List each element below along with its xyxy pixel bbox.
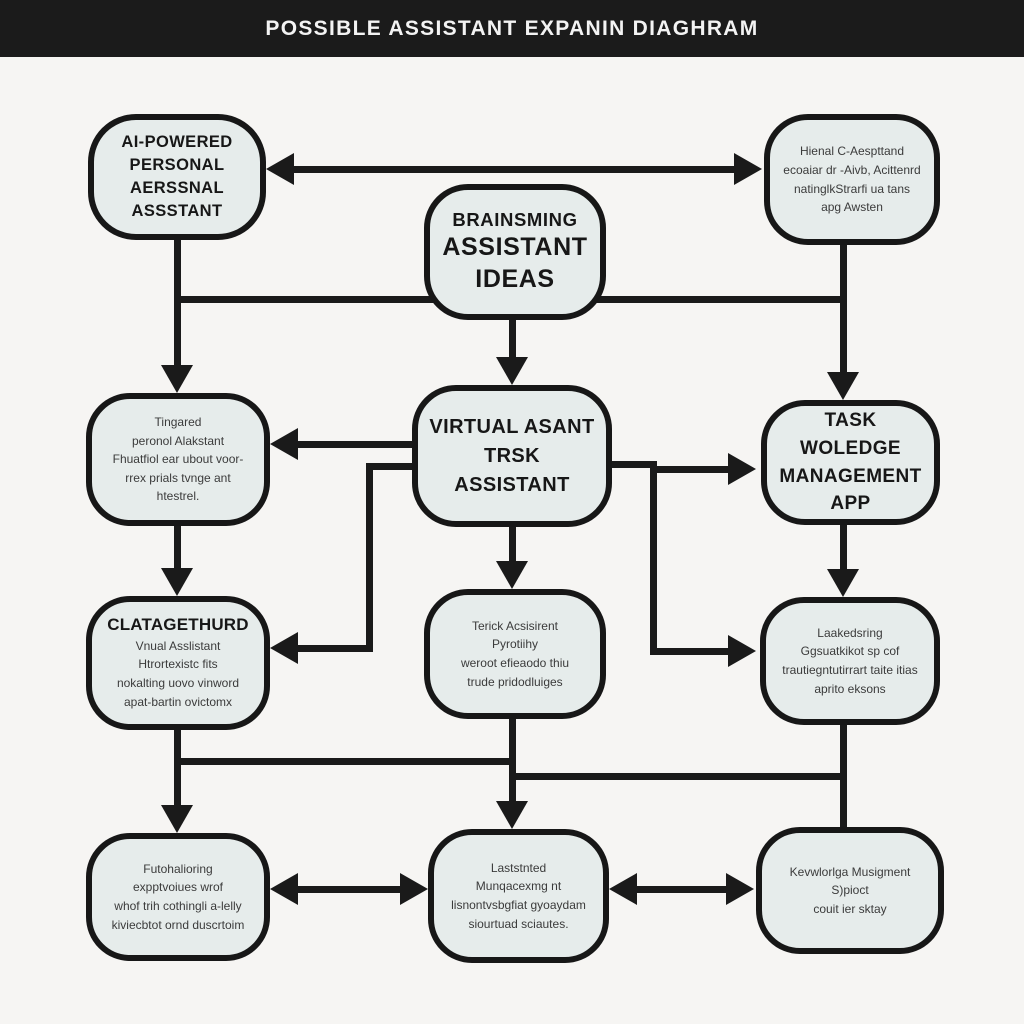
node-brainstorming-assistant-ideas: BRAINSMING ASSISTANT IDEAS <box>424 184 606 320</box>
title-bar: POSSIBLE ASSISTANT EXPANIN DIAGHRAM <box>0 0 1024 57</box>
node-ai-powered-personal-assistant: AI-POWERED PERSONAL AERSSNAL ASSSTANT <box>88 114 266 240</box>
connector-bottom-left-bidirectional-right-arrowhead <box>400 873 428 905</box>
node-label: Terick Acsisirent Pyrotiihy weroot efiea… <box>460 618 570 689</box>
connector-lowleft-drop-arrowhead <box>161 805 193 833</box>
connector-topleft-drop-line <box>174 240 181 367</box>
connector-center-to-midright-arrowhead <box>728 453 756 485</box>
node-label-line1: BRAINSMING <box>452 208 578 230</box>
connector-center-to-lowleft-line-top <box>366 463 416 470</box>
node-hienal-assistant: Hienal C-Aespttand ecoaiar dr -Aivb, Aci… <box>764 114 940 245</box>
connector-bottom-right-bidirectional-right-arrowhead <box>726 873 754 905</box>
connector-bottom-left-bidirectional-line <box>294 886 404 893</box>
node-virtual-task-assistant: VIRTUAL ASANT TRSK ASSISTANT <box>412 385 612 527</box>
connector-midleft-drop-line <box>174 524 181 570</box>
connector-center-to-lowleft-line-vertical <box>366 463 373 652</box>
connector-center-to-lowright-arrowhead <box>728 635 756 667</box>
node-label-rest: ASSISTANT IDEAS <box>442 232 588 294</box>
node-label: AI-POWERED PERSONAL AERSSNAL ASSSTANT <box>121 132 233 221</box>
connector-midleft-drop-arrowhead <box>161 568 193 596</box>
connector-center-to-midleft-line <box>298 441 416 448</box>
connector-midcenter-drop-line <box>509 525 516 563</box>
connector-top-bidirectional-left-arrowhead <box>266 153 294 185</box>
connector-topcenter-drop-line <box>509 316 516 359</box>
node-tingared-personal-assistant: Tingared peronol Alakstant Fhuatfiol ear… <box>86 393 270 526</box>
node-laststnted-management: Laststnted Munqacexmg nt lisnontvsbgfiat… <box>428 829 609 963</box>
node-label: Futohalioring expptvoiues wrof whof trih… <box>111 861 245 932</box>
node-label: Laakedsring Ggsuatkikot sp cof trautiegn… <box>782 625 918 696</box>
connector-center-to-lowright-line-vertical <box>650 461 657 655</box>
connector-low-spine-right-line <box>509 773 847 780</box>
node-task-knowledge-management-app: TASK WOLEDGE MANAGEMENT APP <box>761 400 940 525</box>
node-label: Hienal C-Aespttand ecoaiar dr -Aivb, Aci… <box>783 144 921 215</box>
node-label-line1: CLATAGETHURD <box>107 614 249 634</box>
connector-top-bidirectional-right-arrowhead <box>734 153 762 185</box>
node-knowledge-management-project: Kevwlorlga Musigment S)pioct couit ier s… <box>756 827 944 954</box>
connector-lowleft-drop-line <box>174 728 181 807</box>
connector-midcenter-drop-arrowhead <box>496 561 528 589</box>
connector-lowcenter-drop-arrowhead <box>496 801 528 829</box>
connector-center-to-lowright-line <box>650 648 728 655</box>
node-task-assistant-priority: Terick Acsisirent Pyrotiihy weroot efiea… <box>424 589 606 719</box>
connector-center-to-midright-line <box>650 466 728 473</box>
connector-bottom-right-bidirectional-left-arrowhead <box>609 873 637 905</box>
connector-topcenter-drop-arrowhead <box>496 357 528 385</box>
node-label-rest: Vnual Asslistant Htrortexistc fits nokal… <box>116 638 240 709</box>
connector-topright-drop-line <box>840 243 847 374</box>
node-label: TASK WOLEDGE MANAGEMENT APP <box>779 410 922 515</box>
node-futohalioring: Futohalioring expptvoiues wrof whof trih… <box>86 833 270 961</box>
connector-top-bidirectional-line <box>290 166 742 173</box>
connector-center-to-lowleft-arrowhead <box>270 632 298 664</box>
connector-center-to-lowleft-line-bottom <box>298 645 373 652</box>
diagram-title: POSSIBLE ASSISTANT EXPANIN DIAGHRAM <box>265 16 759 40</box>
connector-center-to-midright-line-stub <box>608 461 657 468</box>
connector-bottom-right-bidirectional-line <box>633 886 732 893</box>
node-label: Tingared peronol Alakstant Fhuatfiol ear… <box>112 415 244 504</box>
node-laakedsring: Laakedsring Ggsuatkikot sp cof trautiegn… <box>760 597 940 725</box>
connector-midright-drop-arrowhead <box>827 569 859 597</box>
node-label: VIRTUAL ASANT TRSK ASSISTANT <box>429 415 595 496</box>
connector-low-spine-left-line <box>174 758 516 765</box>
connector-bottom-left-bidirectional-left-arrowhead <box>270 873 298 905</box>
node-label: Laststnted Munqacexmg nt lisnontvsbgfiat… <box>451 860 586 931</box>
node-label: Kevwlorlga Musigment S)pioct couit ier s… <box>789 864 911 916</box>
connector-topleft-drop-arrowhead <box>161 365 193 393</box>
node-clatagethurd-virtual-assistant: CLATAGETHURD Vnual Asslistant Htrortexis… <box>86 596 270 730</box>
connector-center-to-midleft-arrowhead <box>270 428 298 460</box>
connector-midright-drop-line <box>840 523 847 571</box>
connector-topright-drop-arrowhead <box>827 372 859 400</box>
